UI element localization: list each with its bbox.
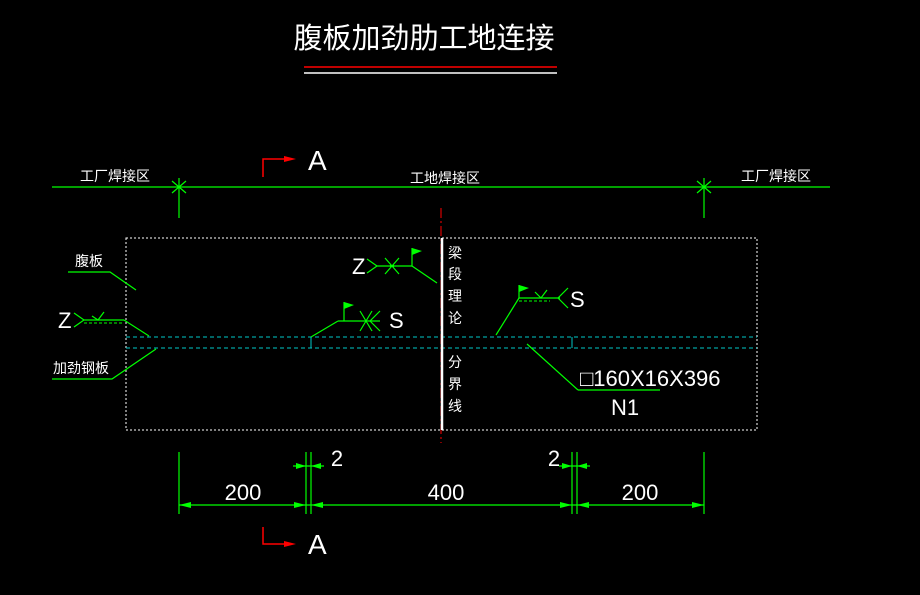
weld-symbol-center-letter: S: [389, 308, 404, 333]
theory-line-label: 梁 段 理 论 分 界 线: [448, 246, 462, 415]
theory-char-5: 界: [448, 377, 462, 393]
weld-symbol-left-letter: Z: [58, 308, 71, 333]
dim-seg-middle: 400: [428, 480, 465, 505]
theory-char-1: 段: [448, 267, 462, 283]
web-label: 腹板: [75, 253, 103, 270]
theory-char-0: 梁: [448, 246, 462, 262]
dim-gap-left: 2: [331, 446, 343, 471]
weld-symbol-right: S: [495, 285, 585, 336]
theory-char-4: 分: [448, 355, 462, 371]
theory-char-6: 线: [448, 399, 462, 415]
weld-symbol-center-top: Z: [352, 248, 438, 284]
zone-label-left: 工厂焊接区: [80, 168, 150, 185]
section-mark-top: A: [262, 145, 327, 177]
zone-label-middle: 工地焊接区: [410, 170, 480, 187]
dim-gap-right: 2: [548, 446, 560, 471]
theory-char-2: 理: [448, 289, 462, 305]
dimension-lines: [178, 452, 705, 514]
part-callout-mark: N1: [611, 395, 639, 420]
weld-symbol-center: S: [310, 302, 404, 338]
weld-symbol-center-top-letter: Z: [352, 254, 365, 279]
weld-symbol-left: Z: [58, 308, 150, 337]
web-label-group: 腹板: [68, 253, 137, 291]
zone-label-right: 工厂焊接区: [741, 168, 811, 185]
part-callout: □160X16X396 N1: [526, 343, 721, 420]
part-callout-spec: □160X16X396: [580, 366, 721, 391]
dim-seg-right: 200: [622, 480, 659, 505]
dim-seg-left: 200: [225, 480, 262, 505]
zone-line: 工厂焊接区 工地焊接区 工厂焊接区: [52, 168, 830, 218]
weld-symbol-right-letter: S: [570, 287, 585, 312]
stiffener-label: 加劲钢板: [53, 361, 109, 377]
section-mark-top-letter: A: [308, 145, 327, 176]
theory-char-3: 论: [448, 311, 462, 327]
stiffener-label-group: 加劲钢板: [52, 348, 157, 380]
section-mark-bottom-letter: A: [308, 529, 327, 560]
drawing-title: 腹板加劲肋工地连接: [293, 21, 554, 55]
section-mark-bottom: A: [262, 527, 327, 560]
web-plate-outline: [125, 237, 758, 431]
